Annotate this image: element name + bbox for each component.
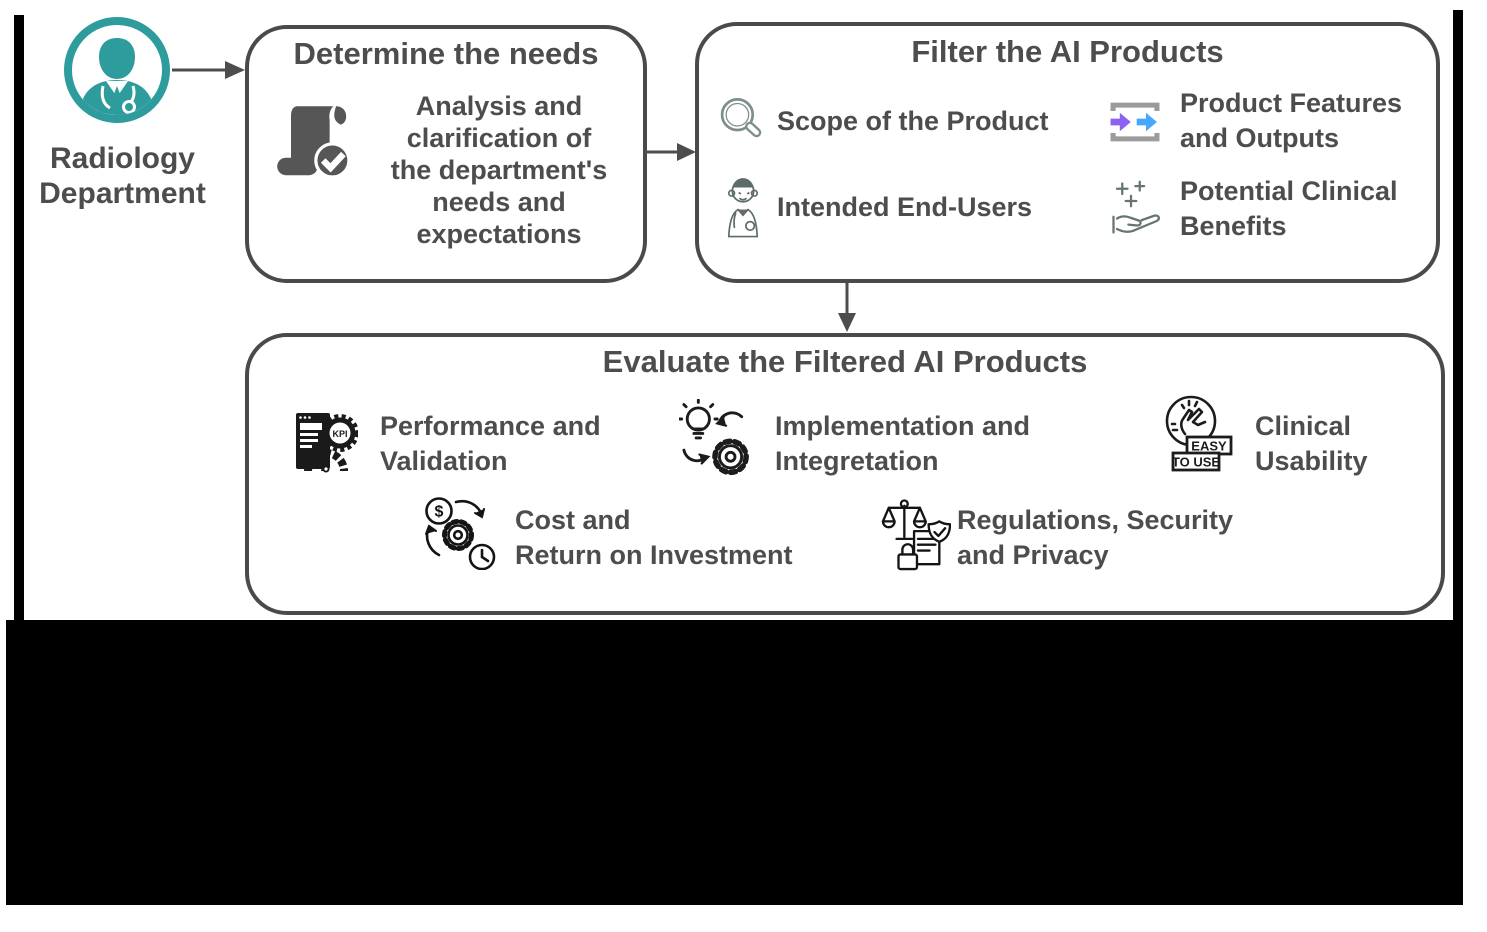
- svg-text:$: $: [435, 504, 444, 521]
- kpi-performance-icon: KPI: [296, 413, 358, 473]
- evaluate-item-implementation: Implementation and Integretation: [775, 411, 1031, 476]
- easy-to-use-icon: EASY TO USE: [1165, 395, 1233, 472]
- filter-products-title: Filter the AI Products: [911, 34, 1224, 69]
- determine-needs-title: Determine the needs: [293, 36, 599, 71]
- svg-text:TO USE: TO USE: [1172, 455, 1220, 470]
- evaluate-item-regulations: Regulations, Security and Privacy: [957, 505, 1234, 570]
- evaluate-item-usability: Clinical Usability: [1255, 411, 1368, 476]
- evaluate-item-cost: Cost and Return on Investment: [515, 505, 793, 570]
- evaluate-products-box: [245, 333, 1445, 615]
- regulations-privacy-icon: [881, 499, 951, 571]
- filter-item-benefits: Potential Clinical Benefits: [1180, 176, 1398, 241]
- arrow-filter-to-evaluate: [838, 283, 856, 332]
- radiology-department-actor: [63, 16, 171, 124]
- arrow-actor-to-determine: [172, 61, 245, 79]
- filter-item-endusers: Intended End-Users: [777, 192, 1033, 222]
- search-icon: [720, 98, 762, 138]
- hand-benefits-icon: [1112, 180, 1160, 234]
- arrow-determine-to-filter: [645, 143, 696, 161]
- determine-needs-text: Analysis and clarification of the depart…: [390, 91, 608, 249]
- cost-roi-icon: $: [425, 497, 496, 570]
- clinician-icon: [727, 178, 759, 238]
- actor-label: Radiology Department: [20, 141, 225, 211]
- actor-label-line1: Radiology: [49, 142, 195, 175]
- filter-item-scope: Scope of the Product: [777, 106, 1049, 136]
- bottom-black-panel: [6, 620, 1463, 905]
- filter-products-box: [695, 22, 1440, 283]
- left-black-bar: [14, 15, 24, 620]
- implementation-bulb-gear-icon: [679, 399, 749, 476]
- filter-item-features: Product Features and Outputs: [1180, 88, 1403, 153]
- right-black-bar: [1453, 10, 1463, 620]
- radiologist-avatar-icon: [64, 17, 170, 123]
- evaluate-item-performance: Performance and Validation: [380, 411, 601, 476]
- scroll-check-icon: [277, 106, 351, 179]
- evaluate-products-title: Evaluate the Filtered AI Products: [602, 344, 1088, 379]
- svg-text:KPI: KPI: [332, 429, 347, 439]
- actor-label-line2: Department: [39, 177, 206, 210]
- svg-text:EASY: EASY: [1191, 439, 1227, 454]
- transfer-arrows-icon: [1110, 102, 1160, 142]
